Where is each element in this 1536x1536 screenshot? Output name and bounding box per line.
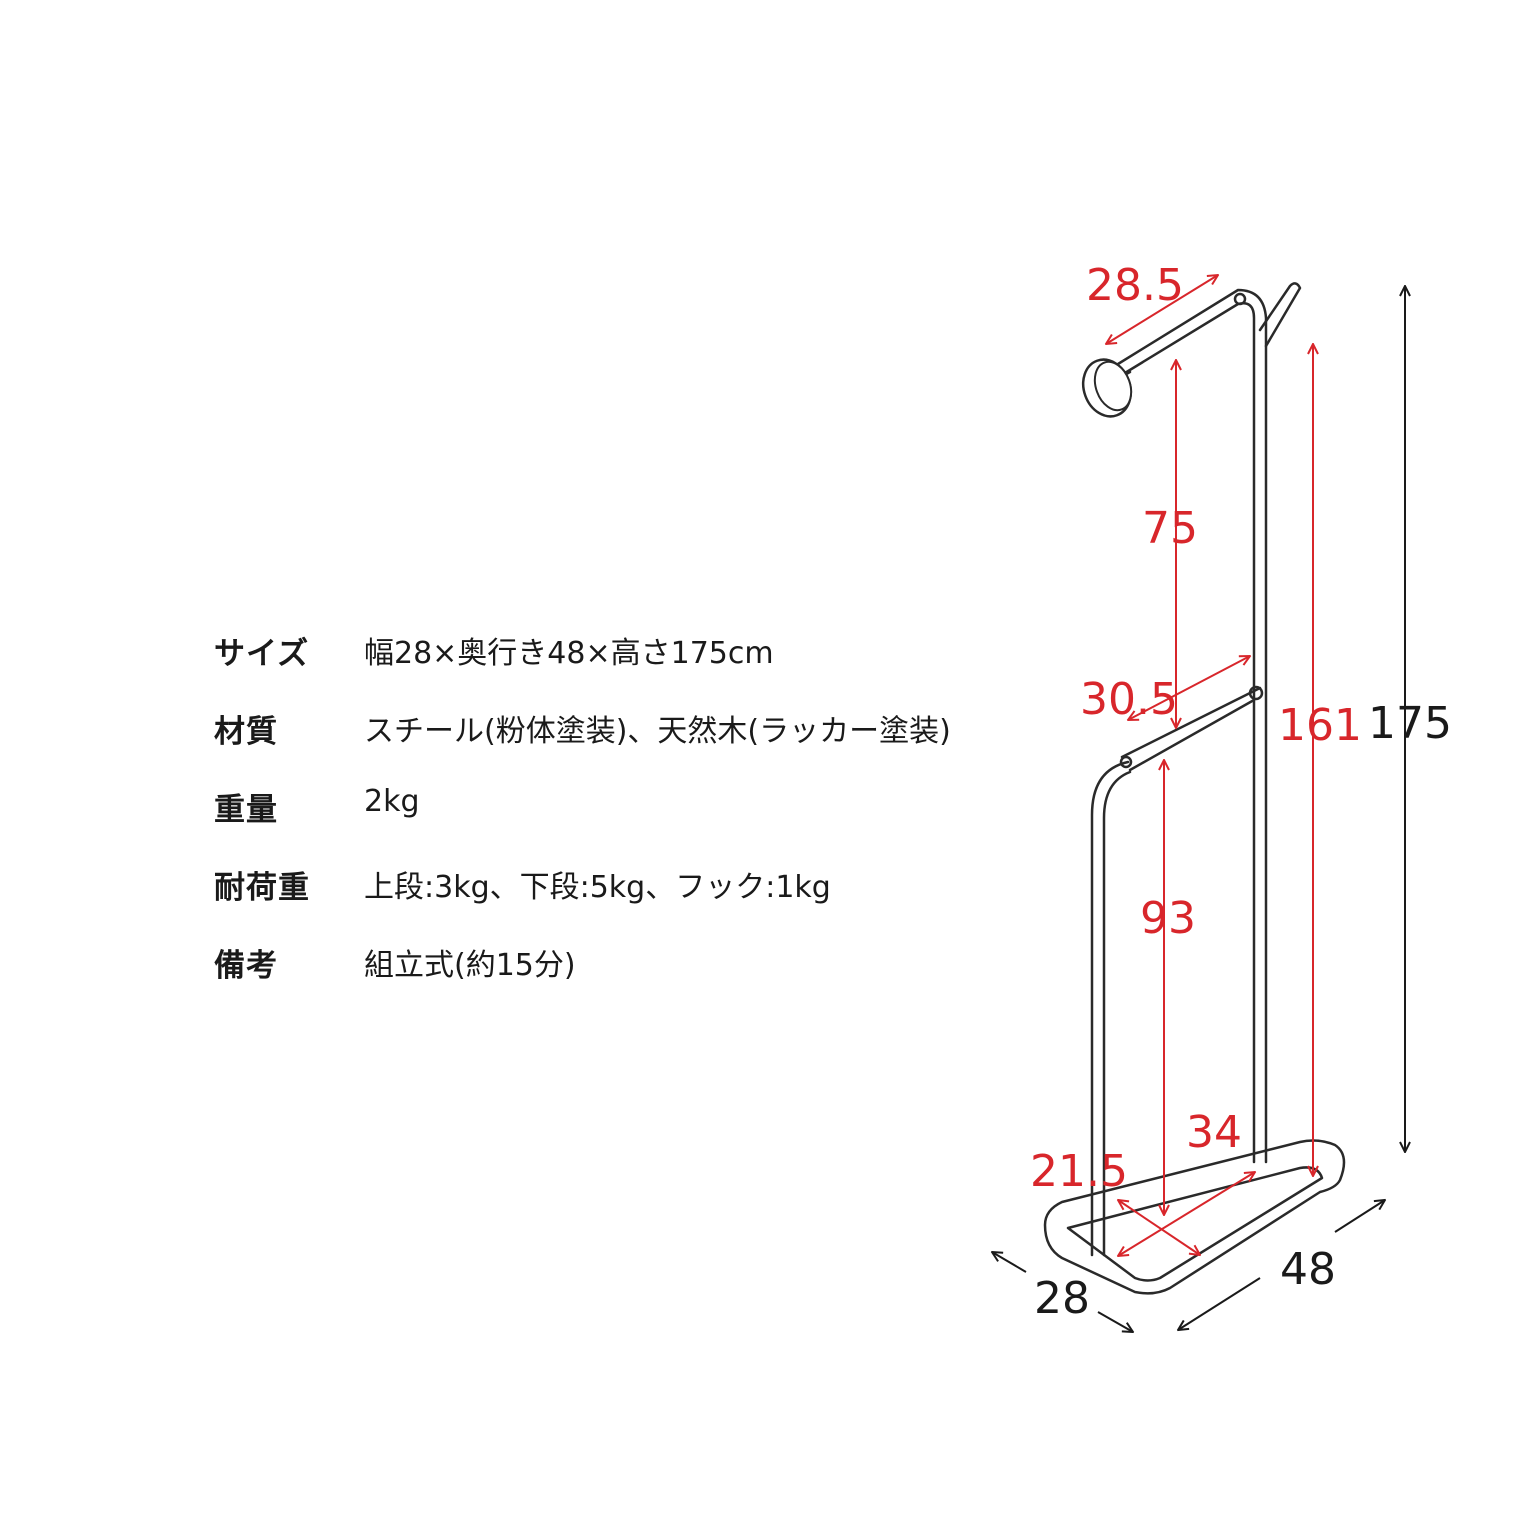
main-pole-back xyxy=(1116,288,1268,1164)
spec-label-material: 材質 xyxy=(214,714,278,750)
dim-label-base-depth: 48 xyxy=(1280,1244,1336,1295)
lower-pole-front xyxy=(1090,760,1130,1257)
dim-label-pole-height: 161 xyxy=(1278,700,1362,751)
dim-label-base-width: 28 xyxy=(1034,1273,1090,1324)
knob-cap xyxy=(1233,292,1247,306)
dim-label-upper-gap: 75 xyxy=(1142,503,1198,554)
spec-label-weight: 重量 xyxy=(214,792,278,828)
dim-label-top-hanger: 28.5 xyxy=(1086,260,1184,311)
wooden-knob-face xyxy=(1093,360,1133,412)
dim-label-lower-gap: 93 xyxy=(1140,893,1196,944)
dim-line-top-hanger xyxy=(1106,275,1218,344)
red-dimension-lines xyxy=(1106,275,1313,1256)
spec-value-material: スチール(粉体塗装)、天然木(ラッカー塗装) xyxy=(364,714,951,749)
spec-value-weight: 2kg xyxy=(364,784,420,819)
dim-line-base-depth-left xyxy=(1178,1277,1261,1330)
main-pole-front xyxy=(1118,302,1256,1164)
hook-arm xyxy=(1258,282,1302,348)
dim-label-middle-bar: 30.5 xyxy=(1080,674,1178,725)
dim-line-base-width-left xyxy=(992,1252,1027,1273)
spec-value-notes: 組立式(約15分) xyxy=(364,948,576,983)
spec-label-load: 耐荷重 xyxy=(214,870,310,906)
dim-line-base-width-right xyxy=(1097,1311,1133,1332)
dim-label-total-height: 175 xyxy=(1368,698,1452,749)
spec-label-size: サイズ xyxy=(214,636,310,672)
dim-line-base-depth-right xyxy=(1334,1200,1385,1233)
spec-value-load: 上段:3kg、下段:5kg、フック:1kg xyxy=(364,870,831,905)
spec-value-size: 幅28×奥行き48×高さ175cm xyxy=(364,636,774,671)
dim-line-base-inner-width xyxy=(1118,1200,1200,1255)
dim-line-middle-bar xyxy=(1128,656,1250,720)
dim-label-base-inner-depth: 34 xyxy=(1186,1107,1242,1158)
middle-bar-joint xyxy=(1119,755,1133,769)
dim-label-base-inner-width: 21.5 xyxy=(1030,1146,1128,1197)
lower-pole-back xyxy=(1102,770,1132,1257)
spec-label-notes: 備考 xyxy=(214,948,278,984)
black-dimension-lines xyxy=(992,286,1405,1332)
